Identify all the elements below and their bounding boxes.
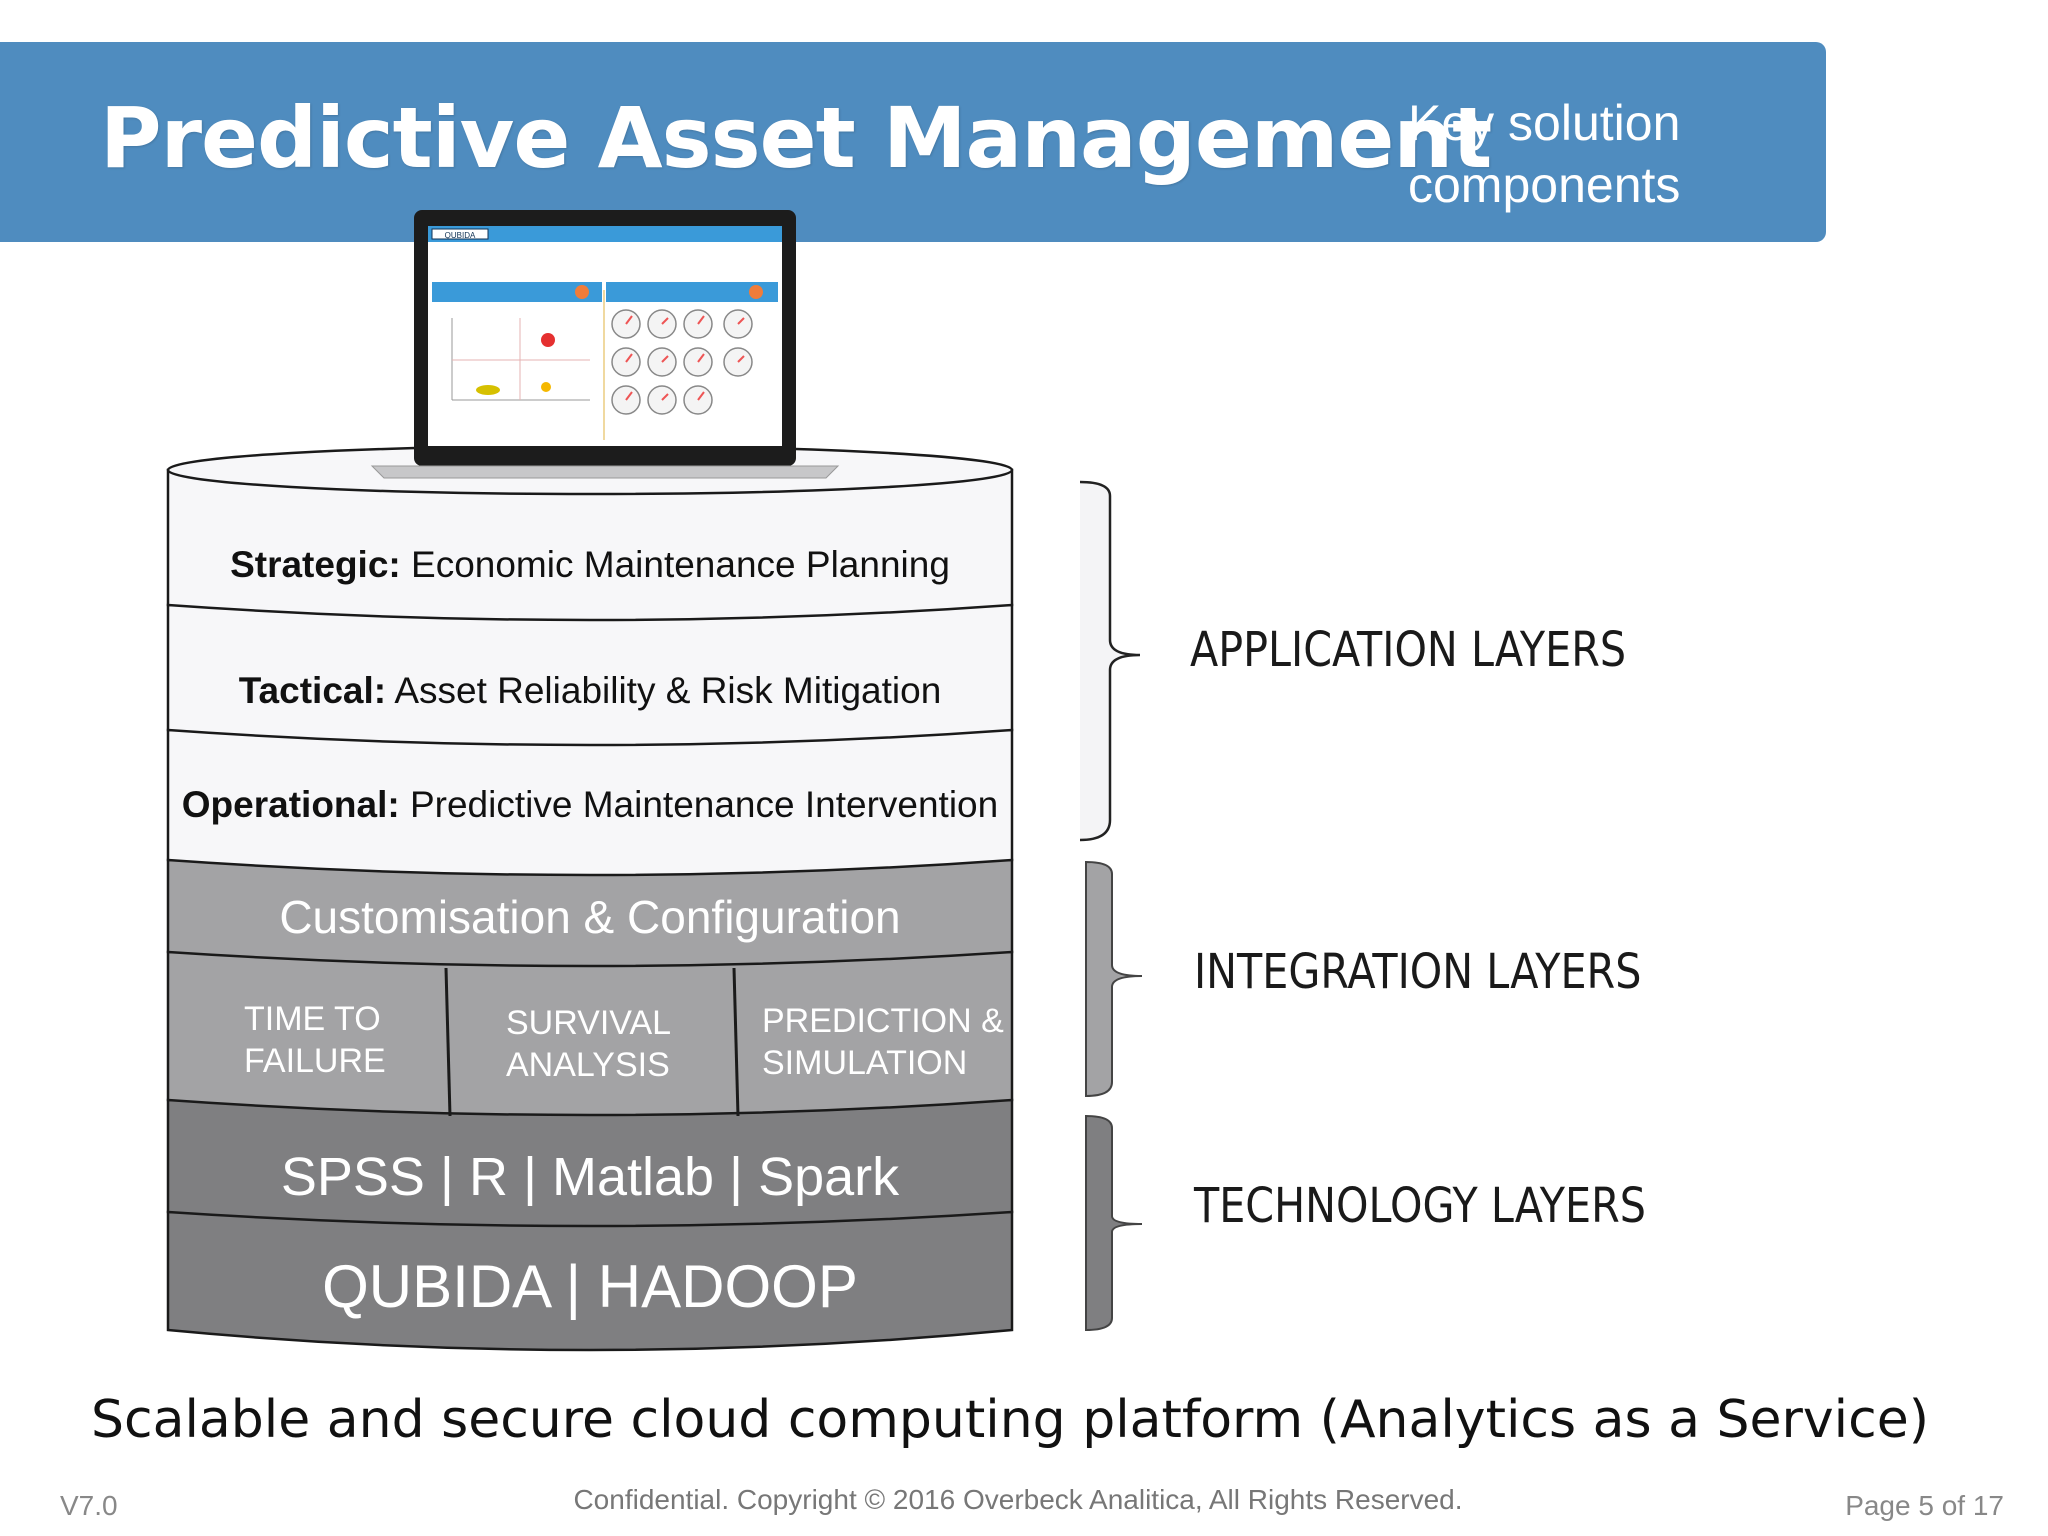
module-divider-1	[444, 967, 452, 1117]
footer-copyright: Confidential. Copyright © 2016 Overbeck …	[573, 1484, 1463, 1515]
customisation-layer	[166, 858, 1014, 968]
integration-bracket	[1085, 860, 1143, 1098]
tactical-label-bold: Tactical:	[238, 670, 387, 711]
technology-layers-label: TECHNOLOGY LAYERS	[1194, 1178, 1646, 1234]
strategic-label-bold: Strategic:	[230, 544, 401, 585]
strategic-layer-label: Strategic: Economic Maintenance Planning	[168, 544, 1012, 586]
footer-version: V7.0	[60, 1490, 118, 1521]
tactical-label-text: Asset Reliability & Risk Mitigation	[386, 670, 942, 711]
module-divider-2	[732, 967, 740, 1117]
module-survival-analysis: SURVIVAL ANALYSIS	[506, 1004, 672, 1084]
operational-label-text: Predictive Maintenance Intervention	[399, 784, 999, 825]
tech-layer-top	[166, 1098, 1014, 1228]
module-prediction-simulation: PREDICTION & SIMULATION	[762, 1002, 1004, 1082]
tech-tools-label: SPSS | R | Matlab | Spark	[280, 1147, 900, 1207]
laptop-screen-brand: QUBIDA	[445, 231, 476, 240]
module-time-to-failure: TIME TO FAILURE	[244, 1000, 386, 1080]
strategic-label-text: Economic Maintenance Planning	[400, 544, 950, 585]
tech-layer-bottom	[166, 1210, 1014, 1352]
operational-label-bold: Operational:	[181, 784, 400, 825]
integration-layers-label: INTEGRATION LAYERS	[1194, 944, 1642, 1000]
tech-platform-label: QUBIDA | HADOOP	[322, 1253, 858, 1320]
tactical-layer	[166, 603, 1014, 747]
application-layers-label: APPLICATION LAYERS	[1190, 622, 1627, 678]
operational-layer	[166, 728, 1014, 877]
platform-tagline: Scalable and secure cloud computing plat…	[91, 1390, 1929, 1450]
technology-bracket	[1085, 1114, 1143, 1332]
tactical-layer-label: Tactical: Asset Reliability & Risk Mitig…	[168, 670, 1012, 712]
slide-title: Predictive Asset Management	[100, 89, 1492, 187]
header-band	[0, 42, 1826, 242]
laptop-illustration: QUBIDA	[370, 210, 840, 479]
application-bracket	[1079, 480, 1141, 842]
slide-subtitle: Key solution components	[1408, 95, 1681, 213]
integration-modules-layer	[166, 950, 1014, 1117]
strategic-layer	[166, 468, 1014, 622]
footer-page-number: Page 5 of 17	[1845, 1490, 2004, 1521]
customisation-label: Customisation & Configuration	[279, 891, 901, 943]
operational-layer-label: Operational: Predictive Maintenance Inte…	[168, 784, 1012, 826]
